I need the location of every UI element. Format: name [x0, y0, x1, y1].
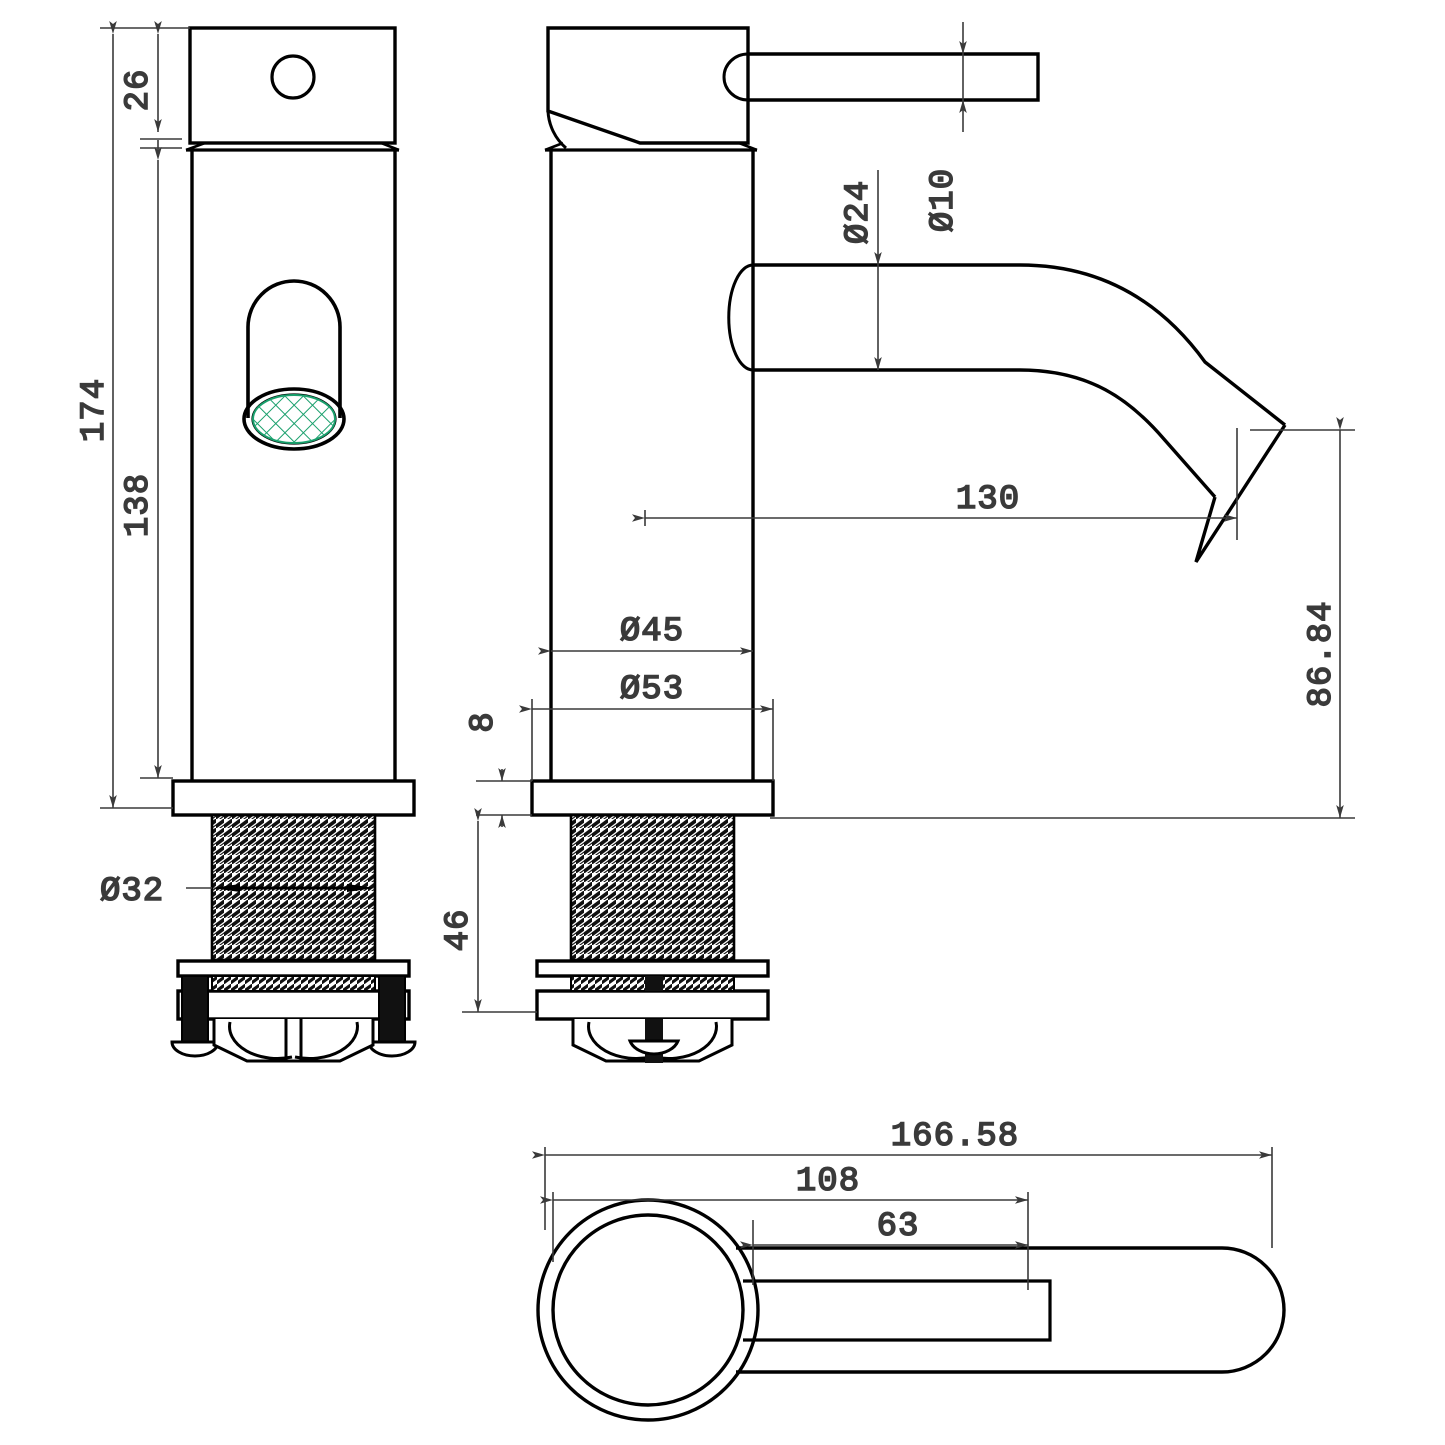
- side-nut-cap: [627, 1039, 681, 1056]
- dim-174-ext: [100, 27, 190, 809]
- front-washer-lower: [176, 989, 411, 1021]
- side-nut-curve-right: [653, 1021, 718, 1060]
- side-threaded-shank: [569, 813, 736, 962]
- side-spout-lower: [753, 368, 1217, 499]
- dim-10-text: Ø10: [925, 168, 963, 232]
- dimension-layer: 174 26 138 Ø32 Ø10 Ø24 Ø45 Ø53 8: [75, 21, 1355, 1290]
- geometry-layer: [170, 26, 1287, 1422]
- dim-174-text: 174: [76, 378, 114, 442]
- front-washer-upper: [176, 959, 411, 978]
- side-lever-arm: [748, 52, 1040, 102]
- side-spout-upper: [753, 263, 1287, 427]
- side-spout-root-fillet: [727, 263, 754, 372]
- side-view: [530, 26, 1287, 1063]
- plan-lever-slot: [743, 1279, 1052, 1342]
- dim-45-text: Ø45: [620, 613, 684, 651]
- side-nut-curve-left: [587, 1021, 652, 1060]
- front-split-taper: [185, 141, 400, 152]
- side-washer-lower: [535, 989, 770, 1021]
- front-nut-curve-right: [294, 1021, 359, 1060]
- front-screw-right: [378, 975, 406, 1043]
- front-base-flange: [171, 779, 416, 817]
- dim-8-text: 8: [465, 711, 503, 732]
- dim-26-text: 26: [120, 69, 158, 112]
- front-handle-pivot-hole: [270, 54, 316, 100]
- dim-16658-text: 166.58: [891, 1118, 1019, 1156]
- side-washer-upper: [535, 959, 770, 978]
- dim-32-text: Ø32: [100, 873, 164, 911]
- front-nut-center-stem: [284, 1019, 303, 1061]
- front-aerator-outer-ring: [242, 387, 346, 451]
- front-nut-curve-left: [228, 1021, 293, 1060]
- dim-130-text: 130: [956, 481, 1020, 519]
- side-spout-tip: [1194, 424, 1287, 563]
- side-lever-arc: [546, 110, 568, 150]
- front-shank-between-washers: [211, 975, 376, 992]
- dim-108-text: 108: [796, 1163, 860, 1201]
- front-view: [170, 26, 417, 1063]
- front-thread-arrow-left: [212, 884, 240, 892]
- side-lever-block: [546, 26, 750, 145]
- side-shank-core: [645, 976, 663, 991]
- front-screw-head-left: [170, 1040, 220, 1058]
- side-lever-arm-joint: [722, 52, 749, 102]
- dim-108-ext: [552, 1192, 1029, 1290]
- dim-8684-text: 86.84: [1303, 600, 1341, 707]
- dim-53-ext: [531, 699, 774, 781]
- side-base-flange: [530, 779, 775, 817]
- side-body-sides: [549, 151, 755, 781]
- front-body-sides: [190, 151, 397, 781]
- side-split-taper: [544, 141, 758, 152]
- dim-26-break: [140, 138, 182, 149]
- front-aerator-housing: [246, 279, 342, 418]
- front-screw-left: [181, 975, 209, 1043]
- dim-8684-ext: [770, 429, 1355, 819]
- plan-body-inner-circle: [551, 1213, 745, 1407]
- front-aerator-mesh: [252, 394, 336, 444]
- front-handle-block: [188, 26, 397, 145]
- front-lock-nut: [212, 1019, 375, 1063]
- dim-8-ext: [476, 780, 532, 816]
- dim-138-text: 138: [120, 473, 158, 537]
- dim-53-text: Ø53: [620, 671, 684, 709]
- front-thread-arrow-right: [347, 884, 375, 892]
- dim-24-text: Ø24: [840, 180, 878, 244]
- plan-body-outer-circle: [536, 1198, 760, 1422]
- plan-spout-outline: [736, 1246, 1286, 1374]
- dim-46-text: 46: [440, 909, 478, 952]
- dim-63-text: 63: [877, 1208, 920, 1246]
- dim-16658-ext: [544, 1147, 1273, 1248]
- front-screw-head-right: [367, 1040, 417, 1058]
- dim-130-ext: [644, 428, 1238, 540]
